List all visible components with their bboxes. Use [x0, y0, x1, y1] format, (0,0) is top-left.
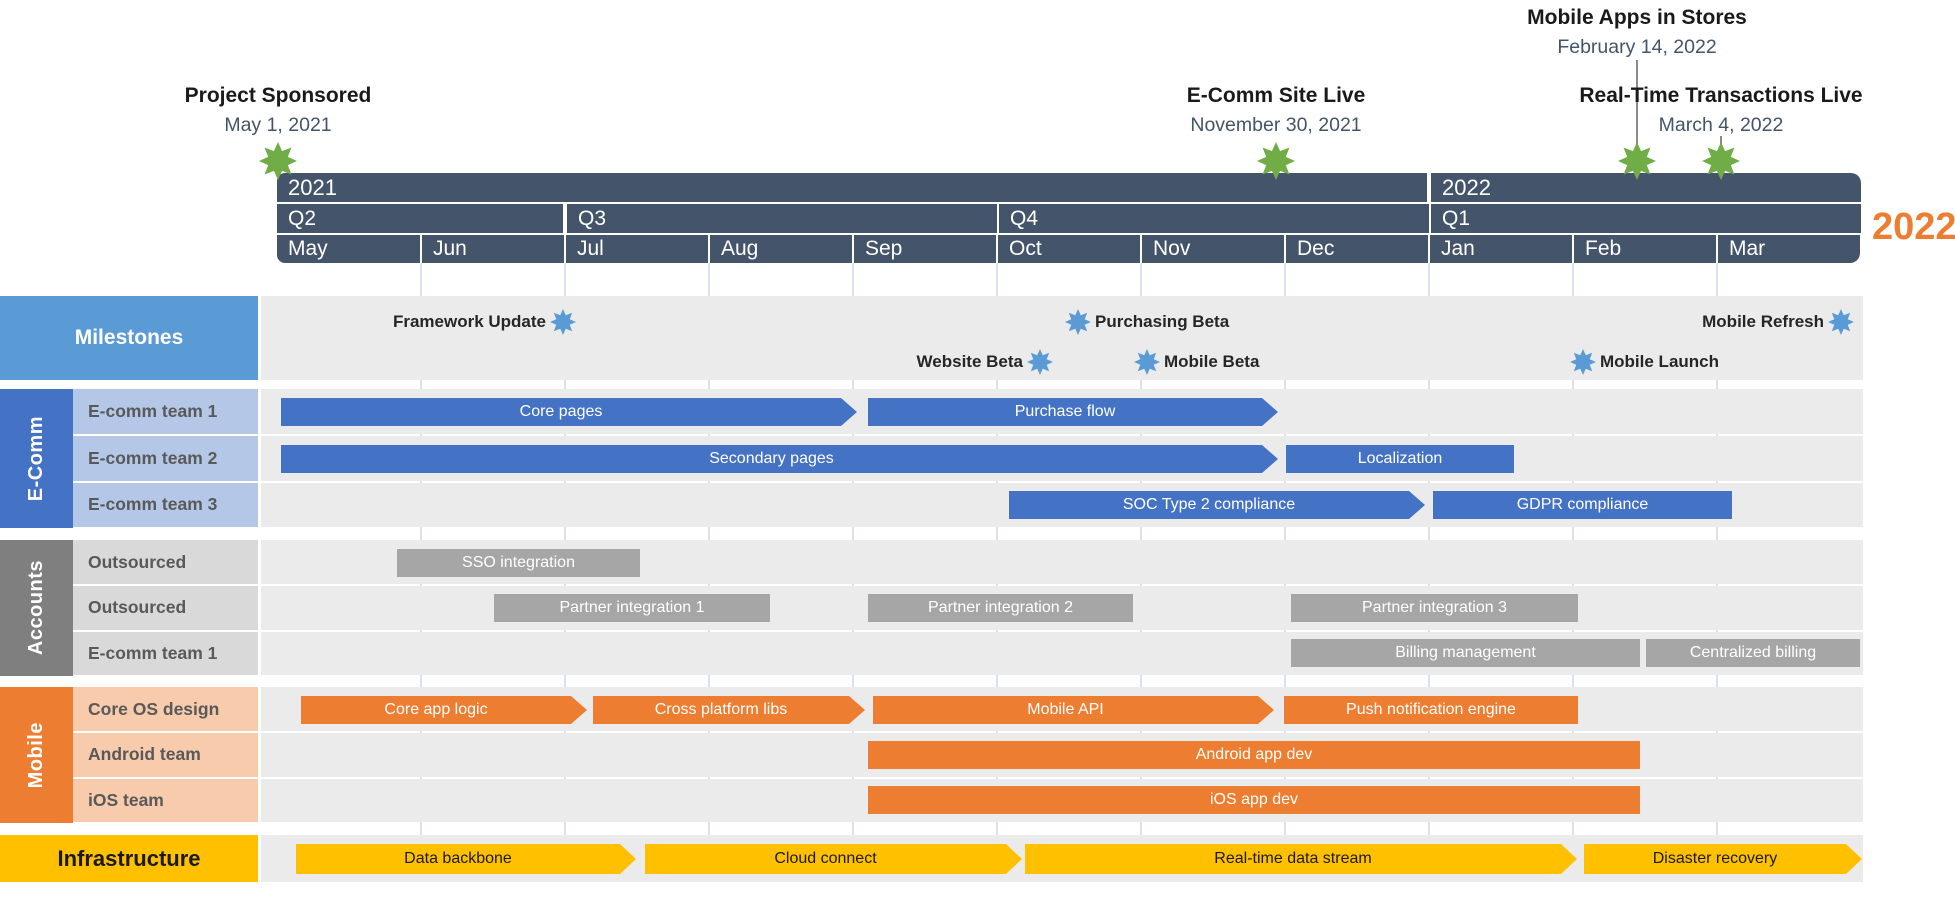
infrastructure-band-header: Infrastructure: [0, 835, 258, 882]
milestone-label: Purchasing Beta: [1095, 312, 1230, 331]
month-header-cell: Mar: [1718, 235, 1860, 263]
row-label-cell: Android team: [73, 733, 258, 777]
milestone-connector-line: [1636, 60, 1638, 144]
month-header-cell: Feb: [1574, 235, 1716, 263]
quarter-header-cell: Q3: [567, 204, 997, 233]
top-milestone-date: May 1, 2021: [224, 114, 332, 136]
row-label-cell: E-comm team 2: [73, 436, 258, 481]
row-label-cell: Outsourced: [73, 586, 258, 630]
task-bar[interactable]: Partner integration 2: [868, 594, 1133, 622]
task-bar[interactable]: Partner integration 3: [1291, 594, 1578, 622]
side-year-label: 2022: [1872, 206, 1955, 248]
task-bar[interactable]: Purchase flow: [868, 398, 1278, 427]
task-bar[interactable]: iOS app dev: [868, 786, 1640, 815]
task-bar[interactable]: Android app dev: [868, 741, 1640, 769]
row-label-cell: E-comm team 1: [73, 389, 258, 435]
green-milestone-star[interactable]: [1257, 142, 1295, 180]
quarter-header-cell: Q4: [999, 204, 1429, 233]
blue-milestone-star[interactable]: [1570, 349, 1596, 375]
month-header-cell: Jan: [1430, 235, 1572, 263]
task-bar[interactable]: Real-time data stream: [1025, 843, 1577, 874]
group-label: Accounts: [25, 560, 47, 656]
milestone-label: Mobile Refresh: [1702, 312, 1824, 331]
month-header-cell: Aug: [710, 235, 852, 263]
row-label-cell: Core OS design: [73, 687, 258, 732]
group-block-accounts: Accounts: [0, 540, 73, 676]
row-label-cell: iOS team: [73, 778, 258, 822]
blue-milestone-star[interactable]: [1065, 309, 1091, 335]
top-milestone-date: March 4, 2022: [1658, 114, 1784, 136]
task-bar[interactable]: Cloud connect: [645, 843, 1022, 874]
row-label-cell: Outsourced: [73, 540, 258, 585]
month-header-cell: Sep: [854, 235, 996, 263]
month-header-cell: May: [277, 235, 420, 263]
task-bar[interactable]: SOC Type 2 compliance: [1009, 490, 1425, 519]
month-header-cell: Jul: [566, 235, 708, 263]
task-bar[interactable]: Localization: [1286, 444, 1514, 473]
blue-milestone-star[interactable]: [1027, 349, 1053, 375]
milestone-label: Mobile Launch: [1600, 352, 1719, 371]
month-header-cell: Dec: [1286, 235, 1428, 263]
quarter-header-cell: Q2: [277, 204, 563, 233]
quarter-header-cell: Q1: [1431, 204, 1861, 233]
milestones-band-header: Milestones: [0, 296, 258, 380]
task-bar[interactable]: SSO integration: [397, 548, 640, 577]
task-bar[interactable]: Core app logic: [301, 695, 587, 724]
task-bar[interactable]: Disaster recovery: [1584, 843, 1862, 874]
top-milestone-date: November 30, 2021: [1190, 114, 1362, 136]
group-block-e-comm: E-Comm: [0, 389, 73, 528]
top-milestone-title: E-Comm Site Live: [1186, 84, 1366, 107]
green-milestone-star[interactable]: [259, 142, 297, 180]
task-bar[interactable]: Cross platform libs: [593, 695, 865, 724]
milestone-label: Framework Update: [392, 312, 546, 331]
month-header-cell: Jun: [422, 235, 564, 263]
blue-milestone-star[interactable]: [550, 309, 576, 335]
task-bar[interactable]: Core pages: [281, 398, 857, 427]
month-header-cell: Nov: [1142, 235, 1284, 263]
task-bar[interactable]: Mobile API: [873, 695, 1274, 724]
blue-milestone-star[interactable]: [1134, 349, 1160, 375]
top-milestone-title: Real-Time Transactions Live: [1579, 84, 1863, 107]
year-header-cell: 2022: [1431, 173, 1861, 202]
milestone-label: Mobile Beta: [1164, 352, 1260, 371]
green-milestone-star[interactable]: [1702, 142, 1740, 180]
group-block-mobile: Mobile: [0, 687, 73, 823]
green-milestone-star[interactable]: [1618, 142, 1656, 180]
task-bar[interactable]: GDPR compliance: [1433, 490, 1732, 519]
row-label-cell: E-comm team 3: [73, 482, 258, 527]
task-bar[interactable]: Partner integration 1: [494, 594, 770, 622]
task-bar[interactable]: Secondary pages: [281, 444, 1278, 473]
top-milestone-date: February 14, 2022: [1557, 36, 1717, 58]
group-label: Mobile: [25, 721, 47, 789]
year-header-cell: 2021: [277, 173, 1427, 202]
milestone-label: Website Beta: [916, 352, 1023, 371]
task-bar[interactable]: Billing management: [1291, 639, 1640, 668]
task-bar[interactable]: Data backbone: [296, 843, 636, 874]
task-bar[interactable]: Push notification engine: [1284, 695, 1578, 724]
top-milestone-title: Mobile Apps in Stores: [1527, 6, 1747, 29]
top-milestone-title: Project Sponsored: [184, 84, 372, 107]
row-label-cell: E-comm team 1: [73, 631, 258, 675]
blue-milestone-star[interactable]: [1828, 309, 1854, 335]
month-header-cell: Oct: [998, 235, 1140, 263]
task-bar[interactable]: Centralized billing: [1646, 639, 1860, 668]
milestones-band-strip: [261, 296, 1863, 380]
milestone-connector-line: [1720, 136, 1722, 147]
group-label: E-Comm: [25, 415, 47, 502]
